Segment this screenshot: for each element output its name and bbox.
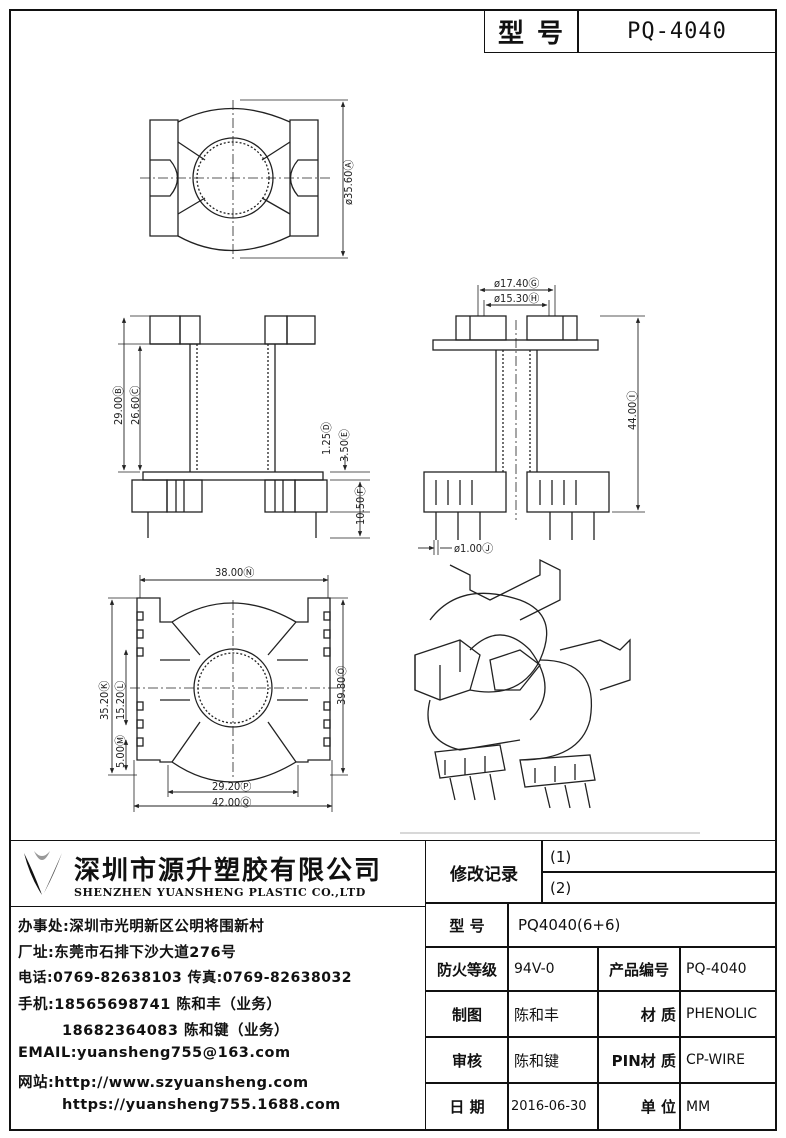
material-value: PHENOLIC	[686, 1006, 758, 1022]
dim-5-00: 5.00Ⓜ	[114, 735, 127, 768]
email: EMAIL:yuansheng755@163.com	[18, 1045, 291, 1061]
material-value-cell: PHENOLIC	[679, 990, 777, 1038]
revision-1-cell: (1)	[541, 840, 777, 873]
model-value-cell: PQ4040(6+6)	[507, 902, 777, 948]
dim-1-25: 1.25Ⓓ	[320, 422, 333, 455]
dim-15-20: 15.20Ⓛ	[114, 681, 127, 720]
top-view	[140, 99, 348, 262]
header-model-label-cell: 型 号	[484, 9, 579, 53]
pin-label: PIN材 质	[611, 1051, 676, 1070]
drawn-value: 陈和丰	[514, 1005, 560, 1024]
fire-value-cell: 94V-0	[507, 946, 599, 992]
revision-1: (1)	[550, 847, 572, 866]
company-logo-icon	[24, 851, 62, 895]
pin-label-cell: PIN材 质	[597, 1036, 681, 1084]
model-value: PQ4040(6+6)	[518, 916, 621, 934]
side-view	[418, 285, 645, 555]
fire-label-cell: 防火等级	[425, 946, 509, 992]
product-no-value: PQ-4040	[686, 961, 747, 977]
product-no-label: 产品编号	[608, 960, 669, 979]
dim-39-80: 39.80Ⓞ	[335, 666, 348, 705]
check-value-cell: 陈和键	[507, 1036, 599, 1084]
material-label-cell: 材 质	[597, 990, 681, 1038]
front-view	[118, 315, 370, 539]
company-block	[9, 840, 426, 907]
dim-17-40: ø17.40Ⓖ	[494, 277, 539, 290]
model-label-cell: 型 号	[425, 902, 509, 948]
material-label: 材 质	[640, 1005, 676, 1024]
website-2: https://yuansheng755.1688.com	[62, 1097, 341, 1113]
bottom-view	[108, 575, 348, 812]
date-value: 2016-06-30	[511, 1099, 587, 1114]
company-name-en: SHENZHEN YUANSHENG PLASTIC CO.,LTD	[74, 886, 366, 899]
unit-label-cell: 单 位	[597, 1082, 681, 1131]
product-no-label-cell: 产品编号	[597, 946, 681, 992]
check-value: 陈和键	[514, 1051, 560, 1070]
unit-value: MM	[686, 1098, 711, 1115]
dim-1-00: ø1.00Ⓙ	[454, 542, 493, 555]
website-1: 网站:http://www.szyuansheng.com	[18, 1075, 309, 1091]
dim-44-00: 44.00Ⓘ	[626, 391, 639, 430]
product-no-value-cell: PQ-4040	[679, 946, 777, 992]
model-label: 型 号	[449, 916, 485, 935]
dim-29-20: 29.20Ⓟ	[212, 780, 251, 793]
dim-10-50: 10.50Ⓕ	[354, 486, 367, 525]
dim-35-60: ø35.60Ⓐ	[342, 160, 355, 205]
drawn-label-cell: 制图	[425, 990, 509, 1038]
drawn-label: 制图	[451, 1005, 482, 1024]
drawing-frame	[9, 9, 777, 1131]
revision-label-cell: 修改记录	[425, 840, 543, 904]
dim-26-60: 26.60Ⓒ	[129, 386, 142, 425]
office-address: 办事处:深圳市光明新区公明将围新村	[18, 919, 265, 935]
dim-15-30: ø15.30Ⓗ	[494, 292, 539, 305]
fire-value: 94V-0	[514, 961, 555, 977]
mobile-2: 18682364083 陈和键（业务）	[62, 1023, 290, 1039]
phone-fax: 电话:0769-82638103 传真:0769-82638032	[18, 970, 352, 986]
dim-38-00: 38.00Ⓝ	[215, 566, 254, 579]
header-model-value: PQ-4040	[627, 18, 727, 44]
check-label-cell: 审核	[425, 1036, 509, 1084]
unit-label: 单 位	[640, 1098, 676, 1116]
mobile-1: 手机:18565698741 陈和丰（业务）	[18, 997, 282, 1013]
dim-42-00: 42.00Ⓠ	[212, 796, 251, 809]
revision-label: 修改记录	[450, 864, 518, 885]
isometric-view	[414, 558, 631, 809]
drawn-value-cell: 陈和丰	[507, 990, 599, 1038]
date-label: 日 期	[449, 1098, 485, 1116]
dim-29-00: 29.00Ⓑ	[112, 386, 125, 425]
date-value-cell: 2016-06-30	[507, 1082, 599, 1131]
header-model-label: 型 号	[497, 18, 566, 49]
date-label-cell: 日 期	[425, 1082, 509, 1131]
factory-address: 厂址:东莞市石排下沙大道276号	[18, 945, 237, 961]
dim-3-50: 3.50Ⓔ	[338, 429, 351, 462]
company-name-cn: 深圳市源升塑胶有限公司	[74, 856, 383, 886]
dim-35-20: 35.20Ⓚ	[98, 681, 111, 720]
unit-value-cell: MM	[679, 1082, 777, 1131]
check-label: 审核	[451, 1051, 482, 1070]
revision-2-cell: (2)	[541, 871, 777, 904]
technical-drawing: ø35.60Ⓐ 29.00Ⓑ 26.60Ⓒ 1.25Ⓓ 3.50Ⓔ 1	[98, 99, 700, 834]
revision-2: (2)	[550, 878, 572, 897]
header-model-value-cell: PQ-4040	[577, 9, 777, 53]
pin-value: CP-WIRE	[686, 1052, 745, 1068]
pin-value-cell: CP-WIRE	[679, 1036, 777, 1084]
fire-label: 防火等级	[436, 960, 497, 979]
